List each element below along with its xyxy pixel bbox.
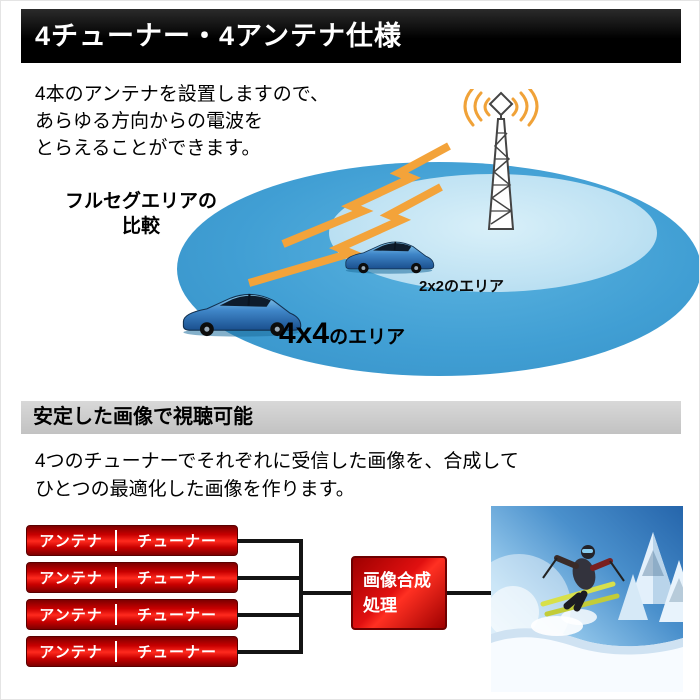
intro-line: 4本のアンテナを設置しますので、 [35,84,330,105]
ski-photo-image [491,506,683,692]
area-4x4-suffix: のエリア [329,327,406,348]
connector-line [237,576,303,580]
process-label-line1: 画像合成 [363,571,431,590]
bar-divider [115,567,117,588]
connector-line [237,539,303,543]
section-title: 安定した画像で視聴可能 [33,406,253,428]
tuner-label: チューナー [136,644,217,661]
page-title: 4チューナー・4アンテナ仕様 [35,21,402,51]
description-line: 4つのチューナーでそれぞれに受信した画像を、合成して [35,451,519,472]
bar-divider [115,530,117,551]
compare-label: フルセグエリアの 比較 [49,189,233,239]
antenna-label: アンテナ [39,570,103,587]
connector-line [237,613,303,617]
tuner-label: チューナー [136,607,217,624]
antenna-tuner-bar: アンテナ チューナー [26,562,238,593]
bar-divider [115,641,117,662]
intro-line: とらえることができます。 [35,138,261,159]
header-banner: 4チューナー・4アンテナ仕様 [21,9,681,63]
compare-label-line1: フルセグエリアの [64,191,217,212]
radio-wave-icon [463,89,539,127]
image-synthesis-process-box: 画像合成 処理 [351,556,447,630]
connector-trunk-line [299,539,303,654]
car-icon-small [345,241,435,274]
antenna-tuner-bar: アンテナ チューナー [26,636,238,667]
description-text: 4つのチューナーでそれぞれに受信した画像を、合成して ひとつの最適化した画像を作… [35,448,519,504]
bar-divider [115,604,117,625]
antenna-tower-icon [463,89,539,230]
process-label-line2: 処理 [363,596,397,615]
description-line: ひとつの最適化した画像を作ります。 [35,479,355,500]
connector-line [237,650,303,654]
connector-line [301,591,351,595]
area-2x2-label: 2x2のエリア [419,278,505,295]
antenna-tuner-bar: アンテナ チューナー [26,525,238,556]
section-banner: 安定した画像で視聴可能 [21,401,681,434]
antenna-label: アンテナ [39,607,103,624]
antenna-label: アンテナ [39,644,103,661]
antenna-tuner-bar: アンテナ チューナー [26,599,238,630]
car-icon-large [182,293,302,337]
connector-line [447,591,491,595]
intro-line: あらゆる方向からの電波を [35,111,264,132]
lightning-icon [247,142,451,287]
tuner-label: チューナー [136,570,217,587]
area-4x4-label: 4x4のエリア [279,317,405,351]
intro-text: 4本のアンテナを設置しますので、 あらゆる方向からの電波を とらえることができま… [35,81,329,162]
antenna-label: アンテナ [39,533,103,550]
tuner-label: チューナー [136,533,217,550]
area-4x4-number: 4x4 [279,317,330,350]
compare-label-line2: 比較 [121,216,160,237]
